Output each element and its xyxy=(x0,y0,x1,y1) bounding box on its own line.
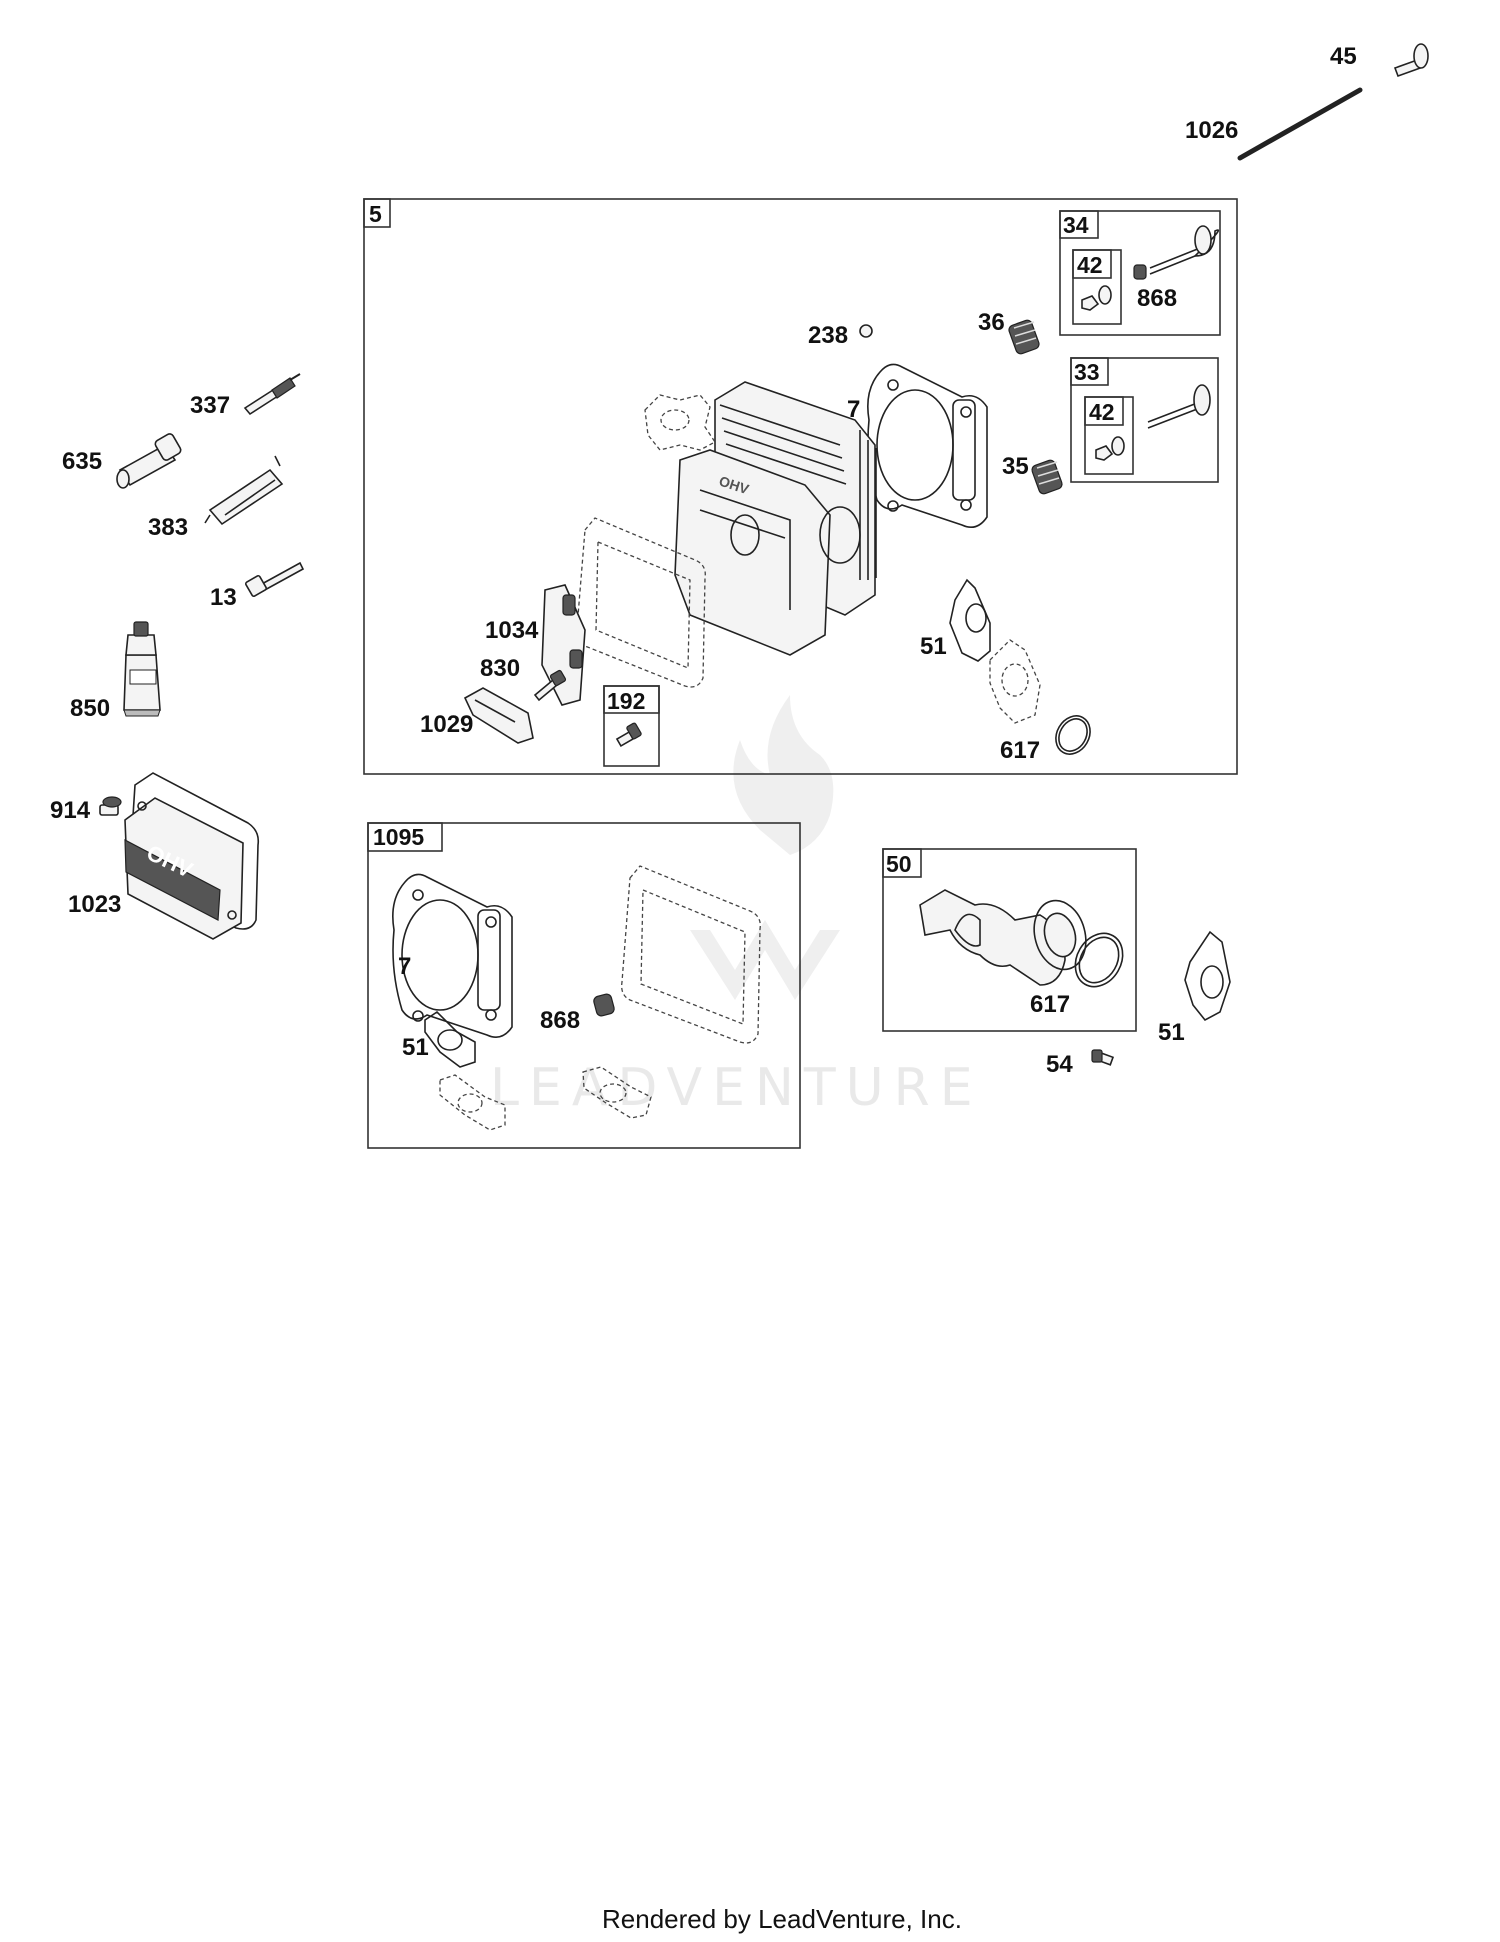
ball-238-part[interactable] xyxy=(859,324,873,338)
spark-plug-part[interactable] xyxy=(243,373,301,416)
valve-spring-36-part[interactable] xyxy=(1008,319,1041,355)
label-1026: 1026 xyxy=(1185,117,1238,144)
label-914: 914 xyxy=(50,797,91,824)
valve-spring-35-part[interactable] xyxy=(1031,459,1064,495)
intake-elbow-part[interactable] xyxy=(919,889,1093,986)
bolt-13-part[interactable] xyxy=(245,561,305,597)
exhaust-gasket-c-part[interactable] xyxy=(1184,930,1231,1022)
head-gasket-part[interactable] xyxy=(867,363,988,528)
box-label-42-a: 42 xyxy=(1077,252,1103,278)
valve-seal-set-part[interactable] xyxy=(593,993,616,1017)
label-1034: 1034 xyxy=(485,617,539,644)
spark-plug-boot-part[interactable] xyxy=(116,432,182,489)
box-50: 50 617 xyxy=(882,848,1137,1032)
push-rod-part[interactable] xyxy=(1237,87,1363,161)
intake-gasket-set-a-part[interactable] xyxy=(439,1074,506,1131)
label-45: 45 xyxy=(1330,43,1357,70)
label-383: 383 xyxy=(148,514,188,541)
valve-cap-part[interactable] xyxy=(1393,43,1429,78)
intake-gasket-set-b-part[interactable] xyxy=(582,1066,652,1119)
label-850: 850 xyxy=(70,695,110,722)
label-238: 238 xyxy=(808,322,848,349)
head-gasket-set-part[interactable] xyxy=(392,873,513,1038)
label-337: 337 xyxy=(190,392,230,419)
cover-gasket-set-part[interactable] xyxy=(621,865,761,1044)
box-label-33: 33 xyxy=(1074,359,1100,385)
cylinder-head-part[interactable]: OHV xyxy=(674,381,877,656)
label-35: 35 xyxy=(1002,453,1029,480)
box-label-192: 192 xyxy=(607,688,645,714)
bolt-54-part[interactable] xyxy=(1091,1049,1115,1066)
valve-cover-part[interactable]: OHV xyxy=(124,772,260,940)
sealant-tube-part[interactable] xyxy=(123,621,161,717)
footer-credit: Rendered by LeadVenture, Inc. xyxy=(602,1904,962,1934)
box-label-50: 50 xyxy=(886,851,912,877)
label-617-a: 617 xyxy=(1000,737,1040,764)
plug-192-part[interactable] xyxy=(615,722,642,748)
label-635: 635 xyxy=(62,448,102,475)
exhaust-gasket-set-part[interactable] xyxy=(424,1010,476,1068)
watermark: LEADVENTURE xyxy=(490,695,983,1118)
valve-keeper-part[interactable] xyxy=(1081,285,1112,311)
intake-gasket-rear-part[interactable] xyxy=(644,394,716,451)
exhaust-valve-part[interactable] xyxy=(1149,225,1220,275)
o-ring-617-part[interactable] xyxy=(1049,710,1097,761)
watermark-text: LEADVENTURE xyxy=(490,1058,983,1118)
valve-seal-part[interactable] xyxy=(1133,264,1147,280)
box-label-42-b: 42 xyxy=(1089,399,1115,425)
box-33: 33 42 xyxy=(1070,357,1219,483)
box-label-5: 5 xyxy=(369,201,382,227)
box-192: 192 xyxy=(603,685,660,767)
ignition-lead-part[interactable] xyxy=(204,455,284,526)
box-5: 5 xyxy=(363,198,1238,775)
box-label-1095: 1095 xyxy=(373,824,424,850)
valve-keeper-part-b[interactable] xyxy=(1095,436,1125,461)
screw-830-part[interactable] xyxy=(533,669,567,702)
insulator-gasket-part[interactable] xyxy=(989,639,1041,724)
label-13: 13 xyxy=(210,584,237,611)
label-868-b: 868 xyxy=(540,1007,580,1034)
label-1029: 1029 xyxy=(420,711,473,738)
label-7-a: 7 xyxy=(847,396,860,423)
label-1023: 1023 xyxy=(68,891,121,918)
label-36: 36 xyxy=(978,309,1005,336)
label-51-c: 51 xyxy=(1158,1019,1185,1046)
label-868-a: 868 xyxy=(1137,285,1177,312)
screw-914-part[interactable] xyxy=(99,796,122,816)
label-51-b: 51 xyxy=(402,1034,429,1061)
label-7-b: 7 xyxy=(398,953,411,980)
breather-tube-part[interactable] xyxy=(463,687,534,744)
label-617-b: 617 xyxy=(1030,991,1070,1018)
intake-valve-part[interactable] xyxy=(1147,384,1211,429)
box-1095: 1095 7 868 51 xyxy=(367,822,801,1149)
box-label-34: 34 xyxy=(1063,212,1089,238)
o-ring-617-b-part[interactable] xyxy=(1066,925,1132,995)
label-830: 830 xyxy=(480,655,520,682)
label-51-a: 51 xyxy=(920,633,947,660)
box-34: 34 42 868 xyxy=(1059,210,1221,336)
exhaust-gasket-part[interactable] xyxy=(949,578,991,662)
label-54: 54 xyxy=(1046,1051,1073,1078)
